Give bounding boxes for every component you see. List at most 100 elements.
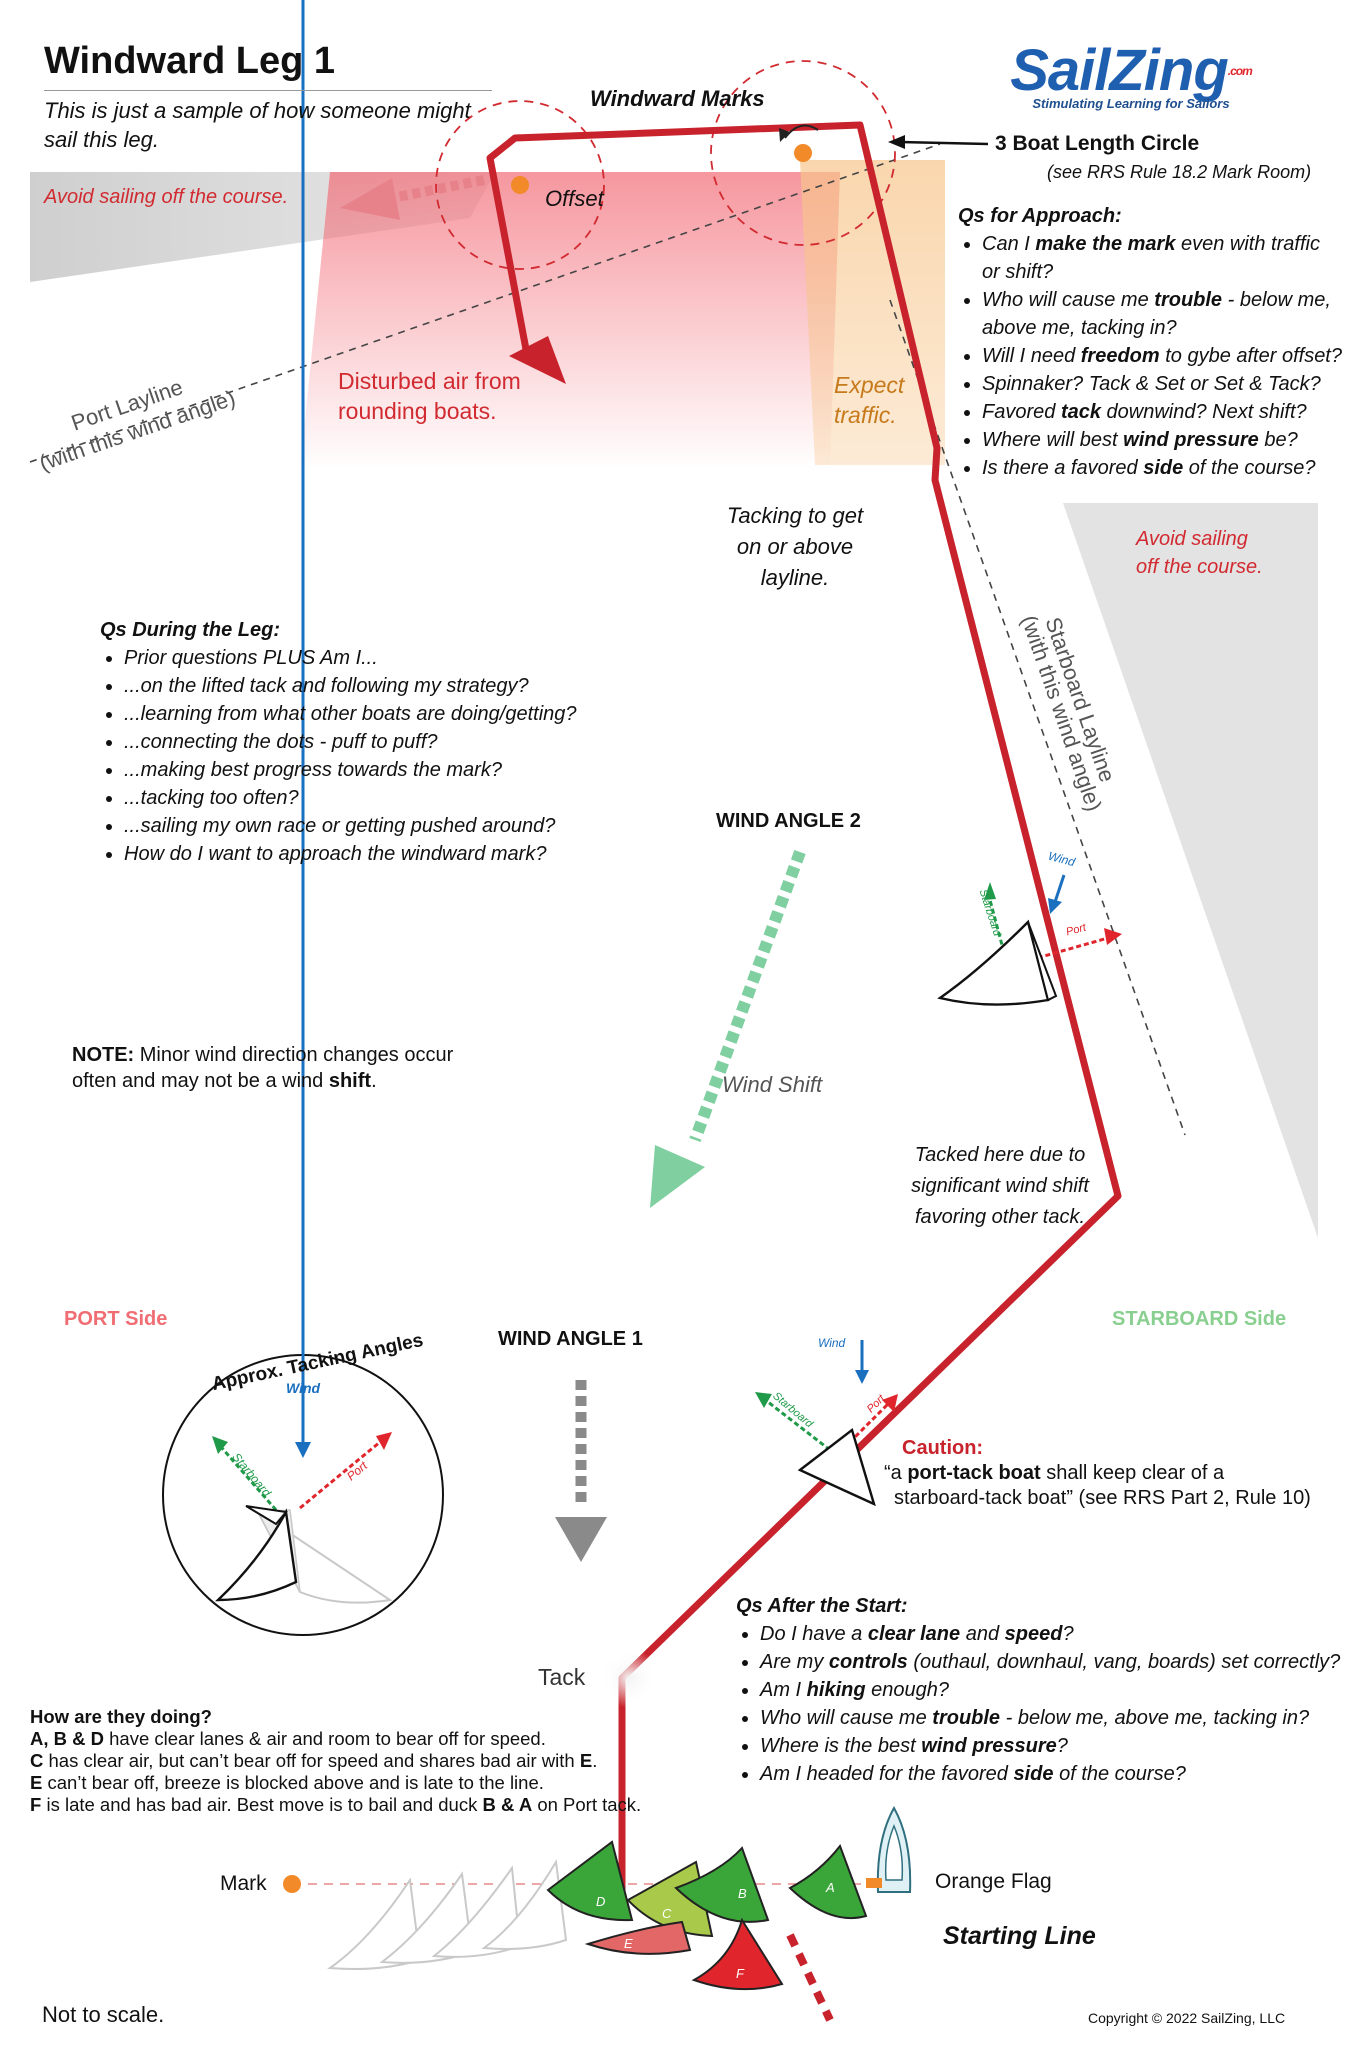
item-text: side [1143,457,1184,479]
item-text: Favored [982,401,1061,423]
item-text: (outhaul, downhaul, vang, boards) set co… [907,1651,1341,1673]
item-text: be? [1258,429,1298,451]
caution-title: Caution: [902,1437,984,1459]
wind-shift-label: Wind Shift [722,1072,823,1097]
tacked-note-2: significant wind shift [911,1175,1089,1197]
doing-l2d: . [592,1750,598,1771]
logo-suffix: .com [1227,64,1253,78]
item-text: wind pressure [921,1735,1057,1757]
item-text: ? [1062,1623,1074,1645]
boat-f [691,1917,784,1991]
circle-reference: (see RRS Rule 18.2 Mark Room) [1047,162,1312,182]
page-subtitle: This is just a sample of how someone mig… [44,98,471,152]
note-text-1: Minor wind direction changes occur [134,1044,454,1066]
lower-boat-wind-label: Wind [818,1336,846,1350]
item-text: - below me, [1222,289,1331,311]
approach-item: Favored tack downwind? Next shift? [982,398,1348,426]
tacking-note-1: Tacking to get [726,503,864,528]
doing-l4b: is late and has bad air. Best move is to… [41,1794,483,1815]
page-title: Windward Leg 1 [44,40,336,82]
item-text: clear lane [867,1623,961,1645]
sailzing-logo: SailZing.com Stimulating Learning for Sa… [986,42,1276,112]
title-divider [44,90,492,91]
after-item: Do I have a clear lane and speed? [760,1620,1346,1648]
circle-wind-label: Wind [286,1380,321,1396]
note-block: NOTE: Minor wind direction changes occur… [72,1042,552,1094]
item-text: to gybe after offset? [1159,345,1342,367]
wind-shift-arrowhead [650,1145,705,1208]
how-doing-block: How are they doing? A, B & D have clear … [30,1706,730,1816]
tacking-angles-diagram [162,0,444,1636]
approach-item: Spinnaker? Tack & Set or Set & Tack? [982,370,1348,398]
item-text: tack [1060,401,1101,423]
item-text: Who will cause me [982,289,1155,311]
boat-e [584,1920,692,1955]
port-layline [29,143,941,463]
committee-boat [866,1805,912,1893]
copyright: Copyright © 2022 SailZing, LLC [1088,2010,1286,2026]
tacking-note-3: layline. [760,565,830,590]
mark-circle-right [710,60,896,246]
approach-item: Who will cause me trouble - below me, [982,286,1348,314]
disturbed-air-label-2: rounding boats. [338,398,497,424]
item-text: of the course? [1183,457,1316,479]
during-item: ...learning from what other boats are do… [124,700,660,728]
avoid-label-left: Avoid sailing off the course. [44,186,289,208]
after-start-questions: Qs After the Start: Do I have a clear la… [736,1592,1346,1788]
doing-l3b: can’t bear off, breeze is blocked above … [42,1772,544,1793]
starting-line-label: Starting Line [943,1922,1096,1950]
item-text: Am I headed for the favored [760,1763,1014,1785]
tacked-note: Tacked here due to significant wind shif… [880,1140,1120,1233]
race-boats [546,1840,868,1991]
start-mark [283,1875,301,1893]
avoid-zone-right [1063,503,1318,1238]
after-item: Am I headed for the favored side of the … [760,1760,1346,1788]
after-list: Do I have a clear lane and speed?Are my … [736,1620,1346,1788]
approach-item: or shift? [982,258,1348,286]
boat-letter-b: B [738,1886,747,1901]
during-item: ...making best progress towards the mark… [124,756,660,784]
item-text: Do I have a [760,1623,868,1645]
approach-item: above me, tacking in? [982,314,1348,342]
start-mark-label: Mark [220,1872,267,1895]
doing-l2a: C [30,1750,44,1771]
item-text: - below me, above me, tacking in? [1000,1707,1310,1729]
item-text: and [960,1623,1005,1645]
avoid-label-right-1: Avoid sailing [1136,528,1248,550]
disturbed-air-zone [300,172,840,470]
note-text-2c: . [371,1070,377,1092]
starboard-side-label: STARBOARD Side [1112,1308,1287,1330]
windward-mark-offset [511,176,529,194]
caution-line1c: shall keep clear of a [1040,1462,1225,1484]
item-text: Will I need [982,345,1081,367]
doing-l2c: E [579,1750,593,1771]
traffic-zone [800,160,945,465]
approach-item: Is there a favored side of the course? [982,454,1348,482]
note-text-2b: shift [328,1070,372,1092]
during-item: Prior questions PLUS Am I... [124,644,660,672]
not-to-scale: Not to scale. [42,2002,165,2027]
doing-l4c: B & A [482,1794,533,1815]
logo-word: SailZing [1010,38,1229,103]
logo-tagline: Stimulating Learning for Sailors [1032,96,1230,111]
boat-b [674,1846,770,1923]
item-text: hiking [806,1679,866,1701]
boat-lower [755,1340,898,1507]
how-doing-title: How are they doing? [30,1706,212,1727]
tacked-note-1: Tacked here due to [914,1144,1086,1166]
caution-line1a: “a [884,1462,908,1484]
doing-l4a: F [30,1794,42,1815]
during-title: Qs During the Leg: [100,619,280,641]
after-item: Am I hiking enough? [760,1676,1346,1704]
wind-angle-1-label: WIND ANGLE 1 [498,1328,643,1350]
item-text: controls [828,1651,908,1673]
boat-letter-f: F [736,1966,744,1981]
during-item: ...sailing my own race or getting pushed… [124,812,660,840]
item-text: above me, tacking in? [982,317,1177,339]
boat-letter-e: E [624,1936,633,1951]
mark-circle-left [435,100,605,270]
avoid-label-right-2: off the course. [1136,556,1263,578]
item-text: side [1013,1763,1054,1785]
course-arrowhead [509,336,566,384]
